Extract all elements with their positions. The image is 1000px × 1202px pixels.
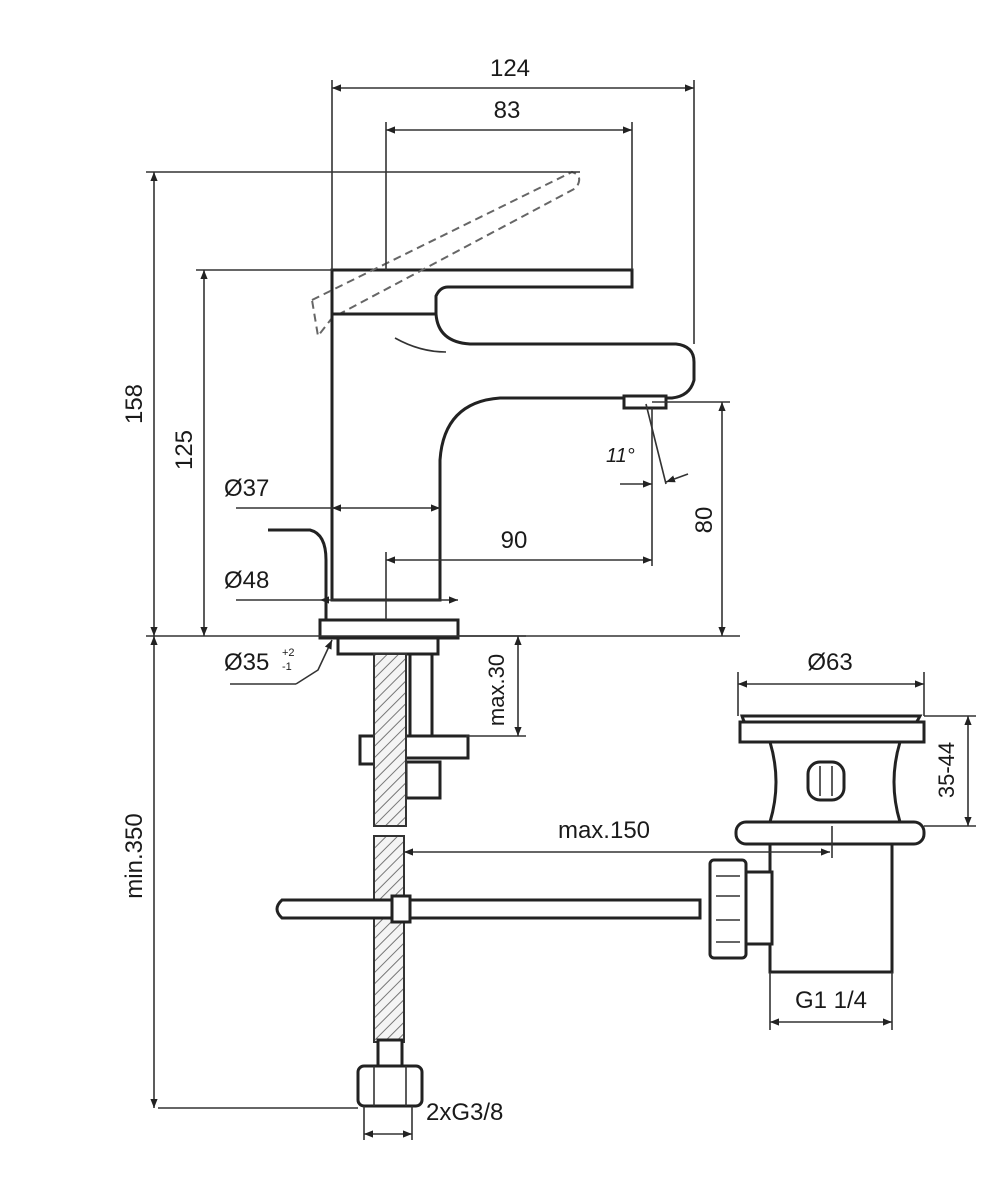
dimension-lines [146,80,976,1140]
spout-detail-line [394,337,447,353]
label-125: 125 [171,430,198,470]
label-80: 80 [691,507,718,534]
dim-d35-leader [295,639,333,685]
label-124: 124 [490,55,530,82]
label-d37: Ø37 [224,475,269,502]
label-d48: Ø48 [224,567,269,594]
rod-clamp [390,894,412,924]
label-90: 90 [501,527,528,554]
supply-hose-lower [373,835,405,1043]
waste-flange-bottom [734,820,926,846]
faucet-lever [330,268,634,316]
label-d35: Ø35 [224,649,269,676]
waste-flange-top [738,720,926,744]
waste-side-neck [744,870,774,946]
label-angle: 11° [606,445,635,467]
waste-valve [708,714,926,974]
label-d63: Ø63 [807,649,852,676]
label-max30: max.30 [484,654,509,726]
waste-side-nut [708,858,748,960]
hose-connector [356,1064,424,1108]
label-max150: max.150 [558,817,650,844]
label-83: 83 [494,97,521,124]
supply-hose-upper [373,653,407,827]
under-counter-assembly [275,652,702,1108]
label-tol-upper: +2 [282,647,295,659]
angle-arrow-right [665,473,689,483]
nut [404,760,442,800]
label-158: 158 [121,384,148,424]
hose-ferrule [376,1038,404,1068]
base-ring [336,636,440,656]
label-g114: G1 1/4 [795,987,867,1014]
waste-slot [806,760,846,802]
dimension-labels: 124 83 158 125 Ø37 90 80 Ø48 Ø35 +2 -1 1… [121,55,959,1126]
faucet-body [268,170,696,656]
label-35-44: 35-44 [934,742,959,798]
label-tol-lower: -1 [282,661,292,673]
label-min350: min.350 [121,813,148,898]
waste-tail [768,842,894,974]
faucet-spout [330,312,696,602]
mounting-stud [408,652,434,742]
pull-rod [275,898,702,920]
label-g38: 2xG3/8 [426,1099,503,1126]
popup-rod [268,528,328,620]
